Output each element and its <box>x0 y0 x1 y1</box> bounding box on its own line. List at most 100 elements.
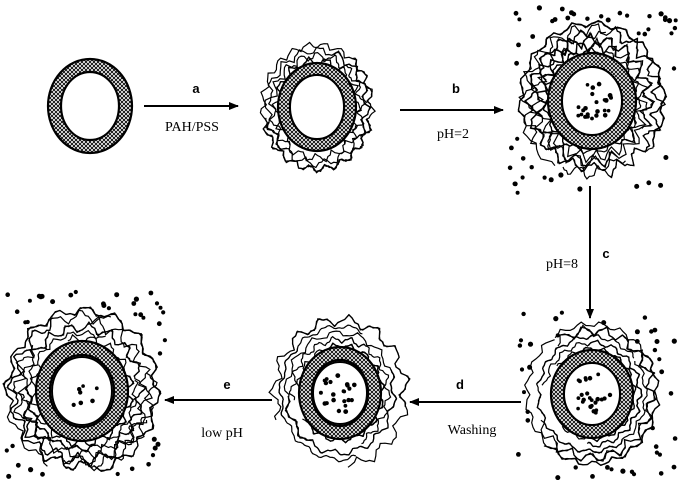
remaining-molecule <box>78 400 84 406</box>
solute-molecule <box>138 312 144 318</box>
encapsulated-molecule <box>576 406 580 411</box>
solute-molecule <box>514 60 519 66</box>
solute-molecule <box>27 298 32 303</box>
step-a-letter: a <box>192 81 200 96</box>
solute-molecule <box>516 42 521 48</box>
encapsulated-molecule <box>336 408 342 414</box>
polyelectrolyte-layer <box>39 372 158 472</box>
encapsulated-molecule <box>331 392 336 397</box>
encapsulated-molecule <box>591 409 596 414</box>
solute-molecule <box>157 351 163 356</box>
solute-molecule <box>40 471 45 477</box>
encapsulated-molecule <box>593 400 598 405</box>
encapsulated-molecule <box>581 108 586 113</box>
solute-molecule <box>23 320 28 325</box>
solute-molecule <box>158 305 163 310</box>
solute-molecule <box>565 15 571 21</box>
solute-molecule <box>536 5 543 11</box>
solute-molecule <box>609 467 614 472</box>
solute-molecule <box>617 10 623 16</box>
solute-molecule <box>162 338 167 343</box>
polyelectrolyte-layer <box>6 309 112 463</box>
remaining-molecule <box>81 384 85 388</box>
encapsulated-molecule <box>590 91 595 97</box>
hatched-template-shell <box>34 339 130 443</box>
solute-molecule <box>73 289 78 295</box>
encapsulated-molecule <box>343 403 348 408</box>
encapsulated-molecule <box>576 378 581 383</box>
step-e-letter: e <box>223 377 230 392</box>
solute-molecule <box>50 299 56 305</box>
encapsulated-molecule <box>596 372 601 377</box>
solute-molecule <box>663 15 668 20</box>
polyelectrolyte-layer <box>542 47 601 155</box>
solute-molecule <box>642 315 648 320</box>
step-c-letter: c <box>602 246 609 261</box>
solute-molecule <box>646 180 652 186</box>
encapsulated-molecule <box>328 379 333 385</box>
solute-molecule <box>548 177 554 183</box>
encapsulated-molecule <box>607 392 613 398</box>
step-a-condition: PAH/PSS <box>165 120 219 135</box>
encapsulated-molecule <box>587 396 592 400</box>
solute-molecule <box>672 436 678 441</box>
solute-molecule <box>577 186 583 192</box>
bare-template-capsule <box>46 57 134 155</box>
solute-molecule <box>599 14 604 19</box>
solute-molecule <box>161 310 166 315</box>
solute-molecule <box>642 31 648 37</box>
solute-molecule <box>146 462 151 467</box>
solute-molecule <box>4 448 9 453</box>
step-c-condition: pH=8 <box>546 257 578 272</box>
polyelectrolyte-layer <box>259 41 373 170</box>
solute-molecule <box>653 444 659 449</box>
step-b-condition: pH=2 <box>437 127 469 142</box>
polyelectrolyte-layer <box>267 51 346 163</box>
solute-molecule <box>663 155 669 160</box>
solute-molecule <box>657 452 663 457</box>
solute-molecule <box>634 329 640 335</box>
solute-molecule <box>129 466 135 472</box>
solute-molecule <box>585 16 590 21</box>
solute-molecule <box>115 471 120 477</box>
encapsulated-molecule <box>349 398 354 403</box>
solute-molecule <box>131 301 137 306</box>
solute-molecule <box>518 338 524 343</box>
solute-molecule <box>513 10 519 16</box>
solute-molecule <box>520 175 525 180</box>
solute-molecule <box>620 468 626 474</box>
step-e-condition: low pH <box>201 426 243 441</box>
encapsulated-molecule <box>342 389 347 394</box>
encapsulated-molecule <box>585 112 590 117</box>
encapsulated-molecule <box>584 377 588 382</box>
solute-molecule <box>151 436 157 442</box>
solute-molecule <box>517 343 523 348</box>
encapsulated-molecule <box>344 382 350 387</box>
solute-molecule <box>658 471 664 476</box>
encapsulated-molecule <box>343 409 349 414</box>
solute-molecule <box>668 391 674 396</box>
solute-molecule <box>646 27 651 32</box>
solute-molecule <box>553 316 559 322</box>
solute-molecule <box>114 292 120 298</box>
solute-molecule <box>150 453 156 458</box>
polyelectrolyte-layer <box>283 330 398 442</box>
encapsulated-molecule <box>606 108 611 113</box>
remaining-molecule <box>78 390 83 395</box>
swollen-capsule-releasing <box>2 289 167 479</box>
step-d-letter: d <box>456 377 464 392</box>
polyelectrolyte-layer <box>3 306 161 467</box>
encapsulated-molecule <box>607 93 613 98</box>
shrunk-capsule-loaded <box>516 310 678 480</box>
solute-molecule <box>652 347 658 353</box>
solute-molecule <box>527 341 534 347</box>
polyelectrolyte-layer <box>291 313 410 468</box>
solute-molecule <box>512 181 518 187</box>
encapsulated-molecule <box>324 401 329 406</box>
solute-molecule <box>636 31 641 36</box>
solute-molecule <box>605 17 611 23</box>
encapsulated-molecule <box>602 113 608 118</box>
solute-molecule <box>515 190 520 195</box>
encapsulated-molecule <box>346 397 351 403</box>
encapsulated-molecule <box>602 108 607 113</box>
